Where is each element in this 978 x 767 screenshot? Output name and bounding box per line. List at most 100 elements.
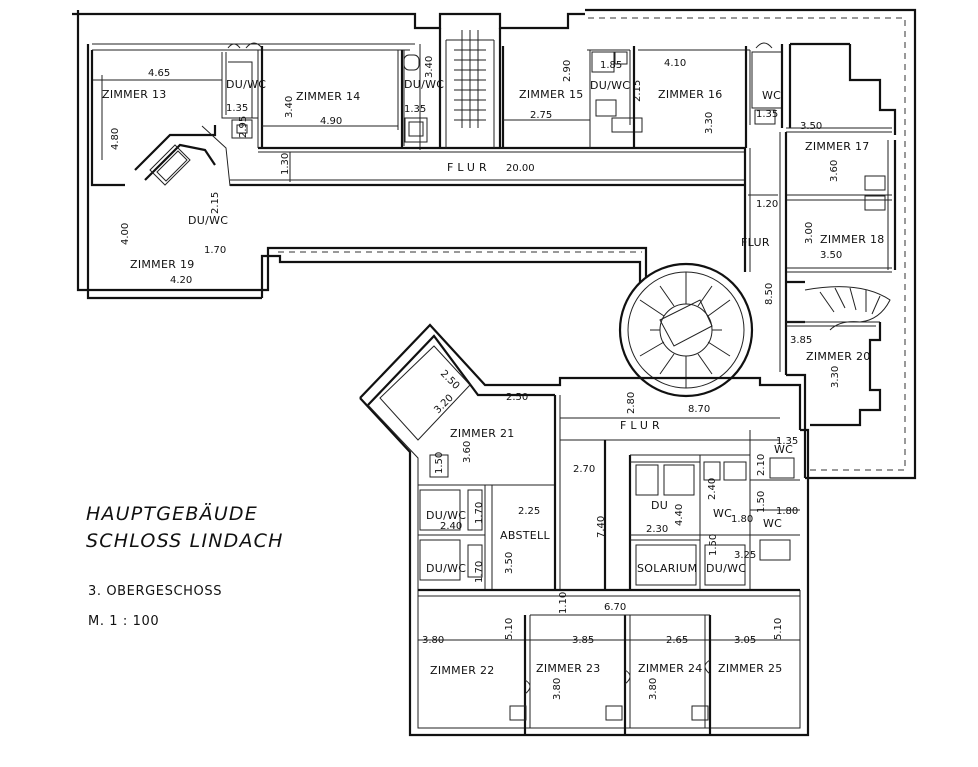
- dim-440: 4.40: [674, 504, 685, 526]
- dim-150b: 1.50: [756, 491, 767, 513]
- dim-270: 2.70: [573, 464, 595, 475]
- label-duwc-21b: DU/WC: [426, 562, 466, 575]
- dim-275: 2.75: [530, 110, 552, 121]
- dim-240: 2.40: [440, 521, 462, 532]
- label-duwc-21a: DU/WC: [426, 509, 466, 522]
- dim-135b: 1.35: [404, 104, 426, 115]
- label-zimmer-18: ZIMMER 18: [820, 233, 885, 246]
- dim-385b: 3.85: [572, 635, 594, 646]
- scale-label: M. 1 : 100: [88, 614, 159, 629]
- dim-360b: 3.60: [462, 441, 473, 463]
- room-zimmer-14: [245, 42, 428, 148]
- dim-410: 4.10: [664, 58, 686, 69]
- dim-170c: 1.70: [474, 561, 485, 583]
- dim-135d: 1.35: [776, 436, 798, 447]
- label-du-mid: DU: [651, 499, 668, 512]
- label-zimmer-22: ZIMMER 22: [430, 664, 495, 677]
- dim-350c: 3.50: [504, 552, 515, 574]
- label-wc-16: WC: [762, 89, 781, 102]
- dim-870: 8.70: [688, 404, 710, 415]
- corridor-top-walls: [230, 146, 745, 187]
- dim-135a: 1.35: [226, 103, 248, 114]
- label-zimmer-19: ZIMMER 19: [130, 258, 195, 271]
- dim-215b: 2.15: [210, 192, 221, 214]
- dim-250b: 2.50: [506, 392, 528, 403]
- dim-465: 4.65: [148, 68, 170, 79]
- room-labels: ZIMMER 13 ZIMMER 14 ZIMMER 15 ZIMMER 16 …: [102, 78, 885, 677]
- dim-325: 3.25: [734, 550, 756, 561]
- room-zimmer-20: [786, 321, 882, 478]
- dim-185: 1.85: [600, 60, 622, 71]
- stair-core-top: [438, 28, 502, 148]
- label-duwc-13: DU/WC: [226, 78, 266, 91]
- dim-380c: 3.80: [648, 678, 659, 700]
- dim-180b: 1.80: [776, 506, 798, 517]
- dim-295: 2.95: [238, 116, 249, 138]
- dim-280: 2.80: [626, 392, 637, 414]
- label-duwc-solarium: DU/WC: [706, 562, 746, 575]
- room-zimmer-13: [90, 43, 259, 187]
- dim-290: 2.90: [562, 60, 573, 82]
- dim-180: 1.80: [731, 514, 753, 525]
- dim-170b: 1.70: [474, 502, 485, 524]
- rooms-22-25: [418, 588, 800, 735]
- dim-380: 3.80: [422, 635, 444, 646]
- label-flur-right: FLUR: [741, 236, 770, 249]
- dim-210: 2.10: [756, 454, 767, 476]
- dim-150: 1.50: [434, 452, 445, 474]
- dim-360: 3.60: [829, 160, 840, 182]
- floor-label: 3. OBERGESCHOSS: [88, 584, 222, 599]
- label-duwc-19: DU/WC: [188, 214, 228, 227]
- label-zimmer-17: ZIMMER 17: [805, 140, 870, 153]
- room-zimmer-16: [632, 42, 783, 148]
- label-flur-top: FLUR: [447, 161, 491, 174]
- label-zimmer-16: ZIMMER 16: [658, 88, 723, 101]
- label-zimmer-15: ZIMMER 15: [519, 88, 584, 101]
- room-zimmer-21: [418, 395, 780, 590]
- spiral-stair: [618, 262, 754, 398]
- dim-340b: 3.40: [424, 56, 435, 78]
- dim-265: 2.65: [666, 635, 688, 646]
- dim-380b: 3.80: [552, 678, 563, 700]
- dim-480: 4.80: [110, 128, 121, 150]
- dim-420: 4.20: [170, 275, 192, 286]
- label-zimmer-14: ZIMMER 14: [296, 90, 361, 103]
- label-wc-right: WC: [774, 443, 793, 456]
- dim-230: 2.30: [646, 524, 668, 535]
- title-line-2: SCHLOSS LINDACH: [86, 530, 284, 552]
- label-duwc-15: DU/WC: [590, 79, 630, 92]
- label-zimmer-21: ZIMMER 21: [450, 427, 515, 440]
- dim-400: 4.00: [120, 223, 131, 245]
- dim-385: 3.85: [790, 335, 812, 346]
- dim-330: 3.30: [704, 112, 715, 134]
- label-zimmer-25: ZIMMER 25: [718, 662, 783, 675]
- label-solarium: SOLARIUM: [637, 562, 697, 575]
- lower-wing-walls: [359, 323, 810, 737]
- title-line-1: HAUPTGEBÄUDE: [86, 502, 258, 525]
- dim-225: 2.25: [518, 506, 540, 517]
- dim-850: 8.50: [764, 283, 775, 305]
- dim-670: 6.70: [604, 602, 626, 613]
- label-zimmer-23: ZIMMER 23: [536, 662, 601, 675]
- dim-510b: 5.10: [773, 618, 784, 640]
- corridor-right-walls: [743, 132, 788, 375]
- dim-305: 3.05: [734, 635, 756, 646]
- angled-bay: [134, 125, 231, 187]
- dim-215: 2.15: [632, 80, 643, 102]
- dim-2000: 20.00: [506, 163, 535, 174]
- label-zimmer-20: ZIMMER 20: [806, 350, 871, 363]
- title-block: HAUPTGEBÄUDE SCHLOSS LINDACH 3. OBERGESC…: [86, 502, 284, 629]
- label-wc-mid2: WC: [763, 517, 782, 530]
- dim-510: 5.10: [504, 618, 515, 640]
- label-abstell: ABSTELL: [500, 529, 550, 542]
- dim-110: 1.10: [558, 592, 569, 614]
- label-duwc-14: DU/WC: [404, 78, 444, 91]
- dim-130: 1.30: [280, 153, 291, 175]
- room-zimmer-15: [501, 46, 643, 148]
- dim-170: 1.70: [204, 245, 226, 256]
- dim-135c: 1.35: [756, 109, 778, 120]
- dim-150c: 1.50: [708, 534, 719, 556]
- dim-300: 3.00: [804, 222, 815, 244]
- dim-240b: 2.40: [707, 478, 718, 500]
